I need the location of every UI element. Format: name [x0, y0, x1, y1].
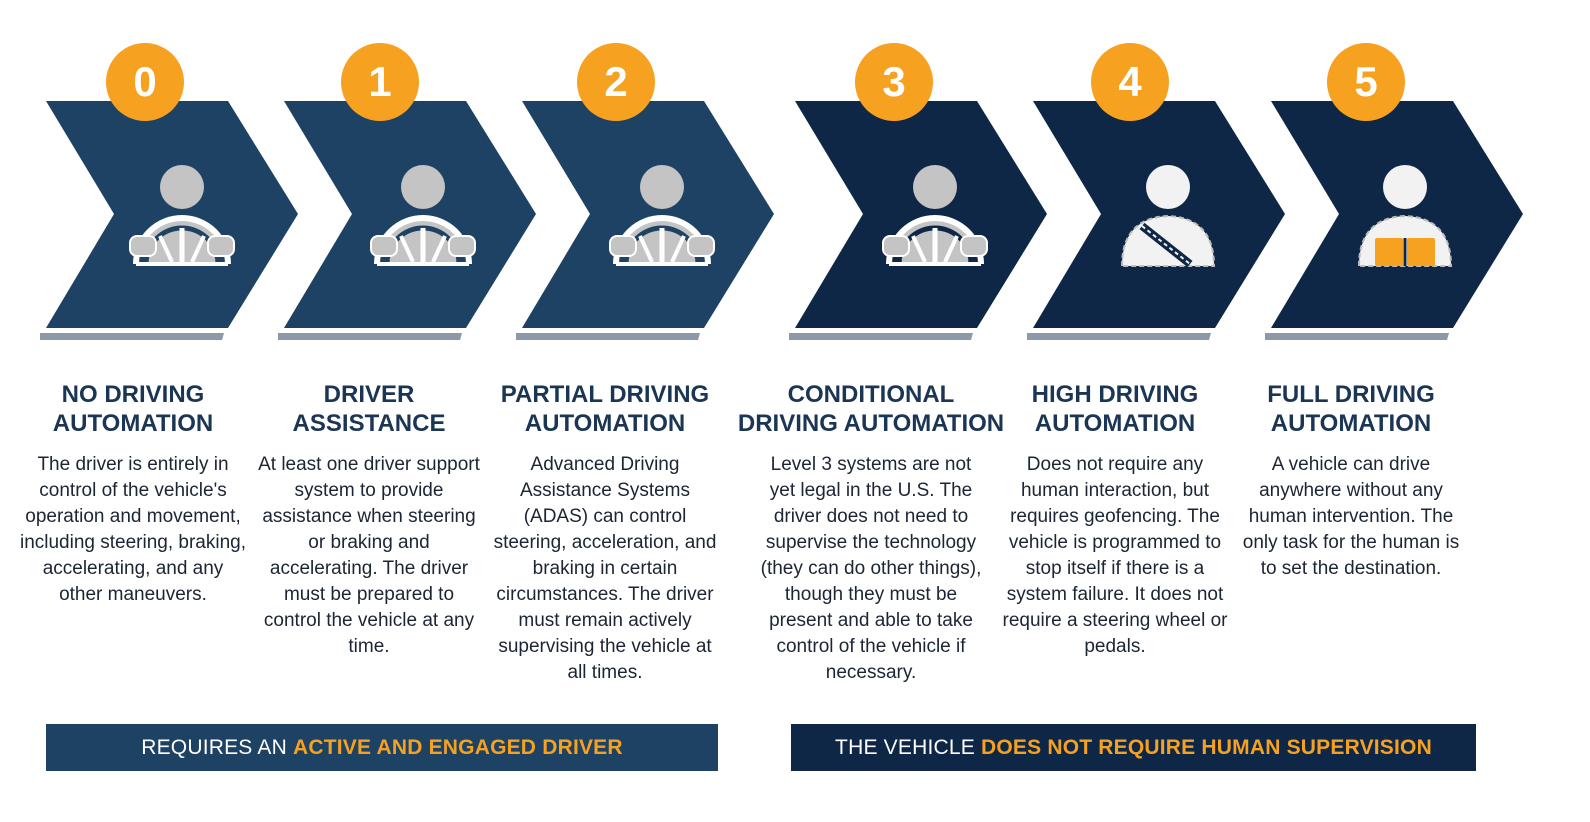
chevron-level-4: [1027, 101, 1285, 340]
level-number-badge: 1: [341, 43, 419, 121]
level-number-badge: 4: [1091, 43, 1169, 121]
level-description: The driver is entirely in control of the…: [19, 454, 247, 605]
level-description: A vehicle can drive anywhere without any…: [1242, 454, 1460, 579]
banner-prefix: THE VEHICLE: [835, 736, 981, 759]
chevron-level-5: [1265, 101, 1523, 340]
passenger-seatbelt-icon: [1120, 165, 1216, 268]
driver-steering-wheel-icon: [609, 165, 715, 266]
passenger-reading-book-icon: [1357, 165, 1453, 267]
level-description: At least one driver support system to pr…: [258, 454, 480, 657]
level-number-badge: 3: [855, 43, 933, 121]
level-description: Advanced Driving Assistance Systems (ADA…: [493, 454, 717, 683]
driver-steering-wheel-icon: [129, 165, 235, 266]
driver-steering-wheel-icon: [370, 165, 476, 266]
level-number-badge: 5: [1327, 43, 1405, 121]
banner-prefix: REQUIRES AN: [141, 736, 293, 759]
level-description: Level 3 systems are not yet legal in the…: [760, 454, 982, 683]
chevron-level-0: [40, 101, 298, 340]
chevron-level-2: [516, 101, 774, 340]
level-number-badge: 2: [577, 43, 655, 121]
banner-no-supervision: THE VEHICLE DOES NOT REQUIRE HUMAN SUPER…: [791, 724, 1476, 771]
banner-highlight: ACTIVE AND ENGAGED DRIVER: [293, 736, 623, 759]
banner-highlight: DOES NOT REQUIRE HUMAN SUPERVISION: [980, 736, 1432, 759]
level-number-badge: 0: [106, 43, 184, 121]
chevron-level-3: [789, 101, 1047, 340]
chevron-level-1: [278, 101, 536, 340]
banner-active-driver: REQUIRES AN ACTIVE AND ENGAGED DRIVER: [46, 724, 718, 771]
level-description: Does not require any human interaction, …: [1002, 454, 1228, 657]
driver-steering-wheel-icon: [882, 165, 988, 266]
